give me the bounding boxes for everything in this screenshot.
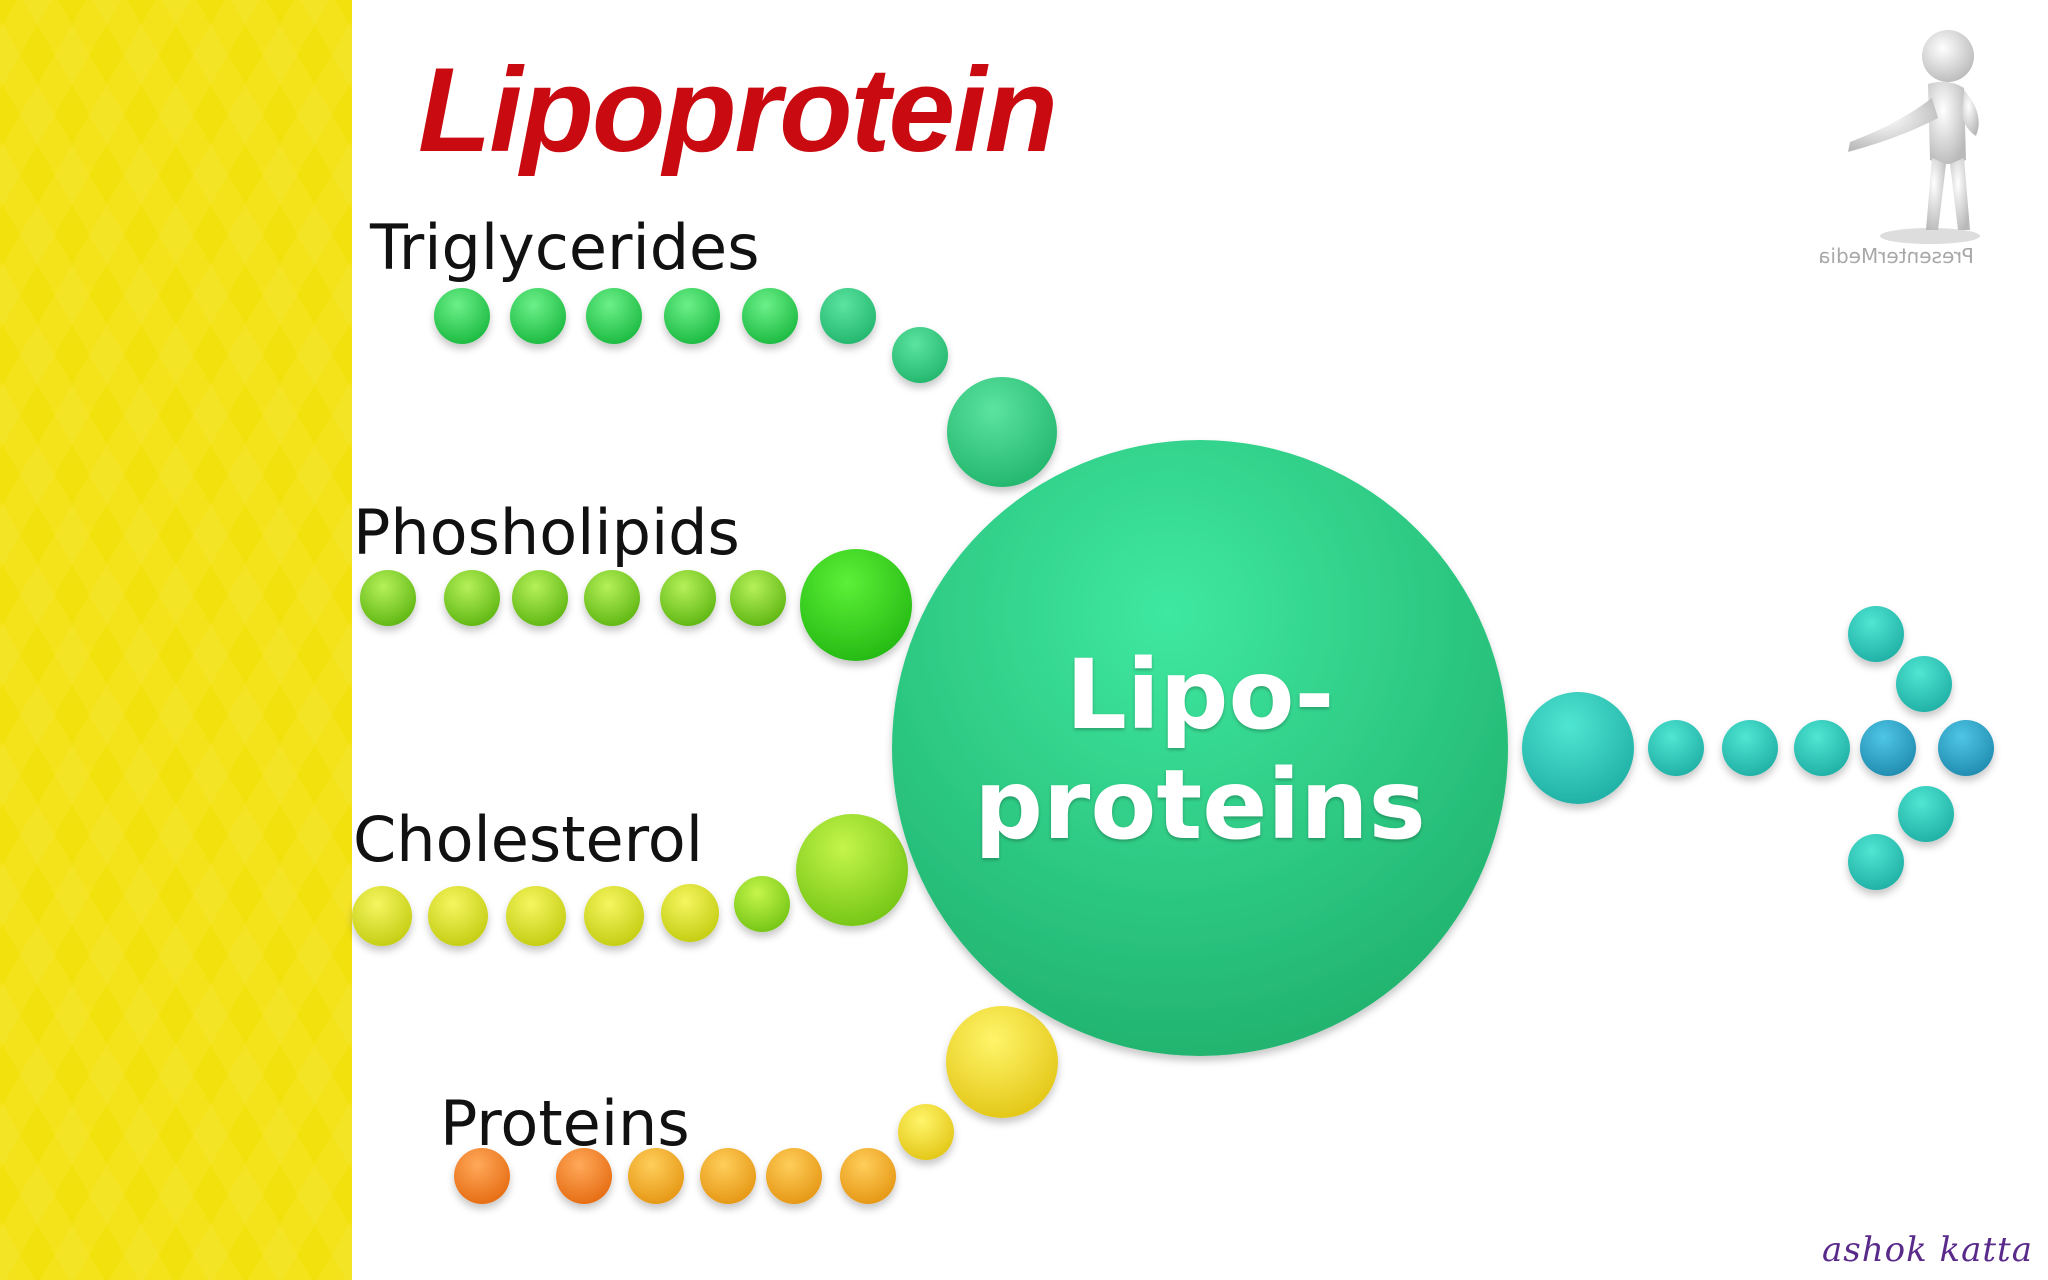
arrow-dot: [1522, 692, 1634, 804]
arrow-dot: [1722, 720, 1778, 776]
cholesterol-chain: [352, 814, 908, 946]
triglycerides-dot: [947, 377, 1057, 487]
cholesterol-dot: [584, 886, 644, 946]
phospholipids-dot: [660, 570, 716, 626]
label-proteins: Proteins: [440, 1087, 690, 1160]
proteins-dot: [700, 1148, 756, 1204]
triglycerides-chain: [434, 288, 1057, 487]
arrow-dot: [1898, 786, 1954, 842]
cholesterol-dot: [796, 814, 908, 926]
pointing-figure-icon: [1848, 30, 1980, 244]
label-phospholipids: Phosholipids: [353, 496, 740, 569]
hub-label: Lipo- proteins: [930, 640, 1470, 860]
triglycerides-dot: [892, 327, 948, 383]
proteins-chain: [454, 1006, 1058, 1204]
label-cholesterol: Cholesterol: [353, 803, 703, 876]
hub-label-line1: Lipo-: [1065, 639, 1335, 751]
arrow-dot: [1938, 720, 1994, 776]
arrow-dot: [1896, 656, 1952, 712]
cholesterol-dot: [428, 886, 488, 946]
label-triglycerides: Triglycerides: [370, 211, 760, 284]
slide-title: Lipoprotein: [418, 43, 1058, 177]
cholesterol-dot: [734, 876, 790, 932]
proteins-dot: [628, 1148, 684, 1204]
triglycerides-dot: [742, 288, 798, 344]
arrow-dot: [1794, 720, 1850, 776]
phospholipids-dot: [730, 570, 786, 626]
output-arrow: [1522, 606, 1994, 890]
hub-label-line2: proteins: [974, 749, 1426, 861]
proteins-dot: [898, 1104, 954, 1160]
arrow-dot: [1848, 834, 1904, 890]
phospholipids-dot: [512, 570, 568, 626]
presentermedia-watermark: PresenterMedia: [1780, 18, 2010, 278]
phospholipids-dot: [800, 549, 912, 661]
proteins-dot: [556, 1148, 612, 1204]
proteins-dot: [840, 1148, 896, 1204]
triglycerides-dot: [586, 288, 642, 344]
arrow-dot: [1860, 720, 1916, 776]
phospholipids-chain: [360, 549, 912, 661]
phospholipids-dot: [584, 570, 640, 626]
cholesterol-dot: [506, 886, 566, 946]
cholesterol-dot: [352, 886, 412, 946]
proteins-dot: [766, 1148, 822, 1204]
proteins-dot: [454, 1148, 510, 1204]
side-band: [0, 0, 352, 1280]
triglycerides-dot: [510, 288, 566, 344]
cholesterol-dot: [661, 884, 719, 942]
triglycerides-dot: [664, 288, 720, 344]
arrow-dot: [1848, 606, 1904, 662]
author-signature: ashok katta: [1822, 1230, 2033, 1270]
triglycerides-dot: [434, 288, 490, 344]
phospholipids-dot: [360, 570, 416, 626]
triglycerides-dot: [820, 288, 876, 344]
arrow-dot: [1648, 720, 1704, 776]
proteins-dot: [946, 1006, 1058, 1118]
phospholipids-dot: [444, 570, 500, 626]
lipoprotein-hub: [892, 440, 1508, 1056]
